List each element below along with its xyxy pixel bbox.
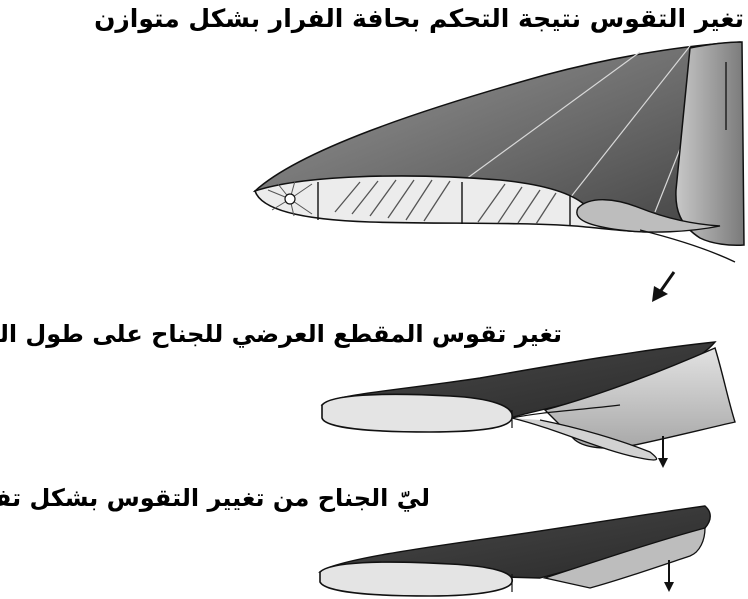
caption-differential-twist: ليّ الجناح من تغيير التقوس بشكل تفاضلي ع… (0, 484, 430, 512)
down-arrow (658, 436, 668, 468)
bottom-wing-cross-section (319, 561, 513, 597)
caption-chordwise-camber: تغير تقوس المقطع العرضي للجناح على طول ا… (0, 320, 562, 348)
top-wing-spars (317, 182, 571, 226)
diagonal-down-left-arrow (652, 271, 676, 302)
top-wing-trailing-loop (576, 199, 721, 233)
top-wing-flap (675, 41, 745, 246)
bottom-wing-flap (542, 527, 706, 589)
top-wing-ribs (334, 179, 557, 225)
middle-wing (320, 341, 736, 461)
caption-balanced-trailing-edge: تغير التقوس نتيجة التحكم بحافة الفرار بش… (94, 4, 744, 33)
top-wing (252, 41, 745, 263)
down-arrow (664, 560, 674, 592)
middle-wing-cross-section (321, 393, 513, 433)
bottom-wing (318, 505, 711, 597)
